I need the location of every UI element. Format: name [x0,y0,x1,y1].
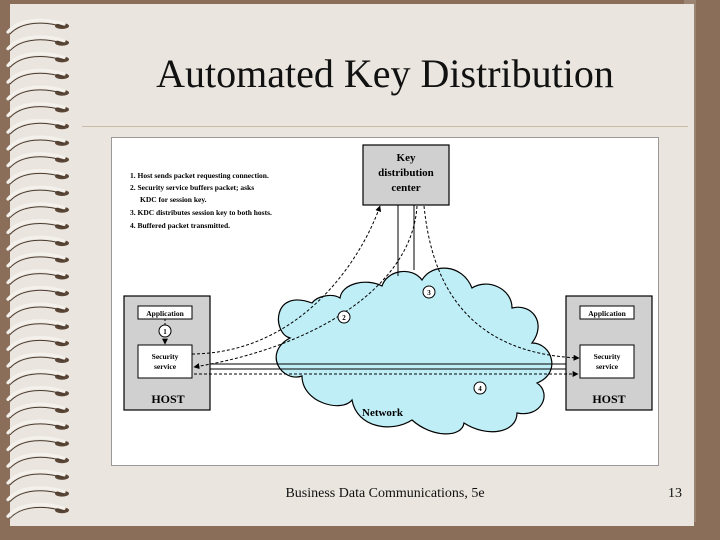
binding-ring [6,219,69,235]
flow-arrows [191,205,580,377]
step-3: 3. KDC distributes session key to both h… [130,208,272,217]
binding-ring [6,269,69,285]
binding-ring [6,419,69,436]
slide-footer: Business Data Communications, 5e [285,486,485,501]
binding-ring [6,335,69,352]
binding-ring [6,386,69,402]
title-divider [82,126,688,127]
left-application-label: Application [146,309,184,318]
binding-ring [6,402,69,419]
binding-ring [6,469,69,486]
binding-ring [6,285,69,302]
step-2-cont: KDC for session key. [140,195,207,204]
left-security-label-2: service [154,362,177,371]
page-number: 13 [668,486,682,501]
binding-ring [6,319,69,335]
binding-ring [6,436,69,452]
binding-ring [6,252,69,269]
binding-ring [6,202,69,219]
kdc-label-3: center [391,182,420,194]
steps-list: 1. Host sends packet requesting connecti… [130,171,272,230]
kdc-label-2: distribution [378,167,434,179]
marker-3: 3 [427,289,431,297]
binding-ring [6,502,69,519]
binding-ring [6,452,69,469]
spiral-binding [6,18,69,519]
binding-ring [6,118,69,135]
binding-ring [6,68,69,85]
right-security-label-2: service [596,362,619,371]
binding-ring [6,235,69,252]
marker-2: 2 [342,314,346,322]
binding-ring [6,168,69,185]
step-4: 4. Buffered packet transmitted. [130,221,230,230]
binding-ring [6,486,69,502]
kdc-box: Key distribution center [362,144,450,206]
binding-ring [6,152,69,168]
slide-title: Automated Key Distribution [156,51,614,96]
binding-ring [6,302,69,319]
left-host: Application Security service HOST [123,295,211,411]
binding-ring [6,85,69,102]
right-security-label-1: Security [594,352,621,361]
right-host: Application Security service HOST [565,295,653,411]
right-host-label: HOST [592,392,625,406]
binding-ring [6,35,69,52]
network-links [210,205,566,370]
binding-ring [6,18,69,35]
step-markers: 1 2 3 4 [158,285,487,395]
left-host-label: HOST [151,392,184,406]
binding-ring [6,135,69,152]
binding-ring [6,102,69,118]
step-1: 1. Host sends packet requesting connecti… [130,171,269,180]
binding-ring [6,369,69,386]
network-label: Network [362,407,404,419]
network-cloud [275,267,553,435]
right-application-label: Application [588,309,626,318]
step-2: 2. Security service buffers packet; asks [130,183,254,192]
left-security-label-1: Security [152,352,179,361]
marker-4: 4 [478,385,482,393]
key-distribution-figure: 1. Host sends packet requesting connecti… [111,137,659,466]
kdc-label-1: Key [397,152,416,164]
diagram-svg: 1. Host sends packet requesting connecti… [123,144,653,435]
binding-ring [6,185,69,202]
binding-ring [6,52,69,68]
binding-ring [6,352,69,369]
marker-1: 1 [163,328,167,336]
